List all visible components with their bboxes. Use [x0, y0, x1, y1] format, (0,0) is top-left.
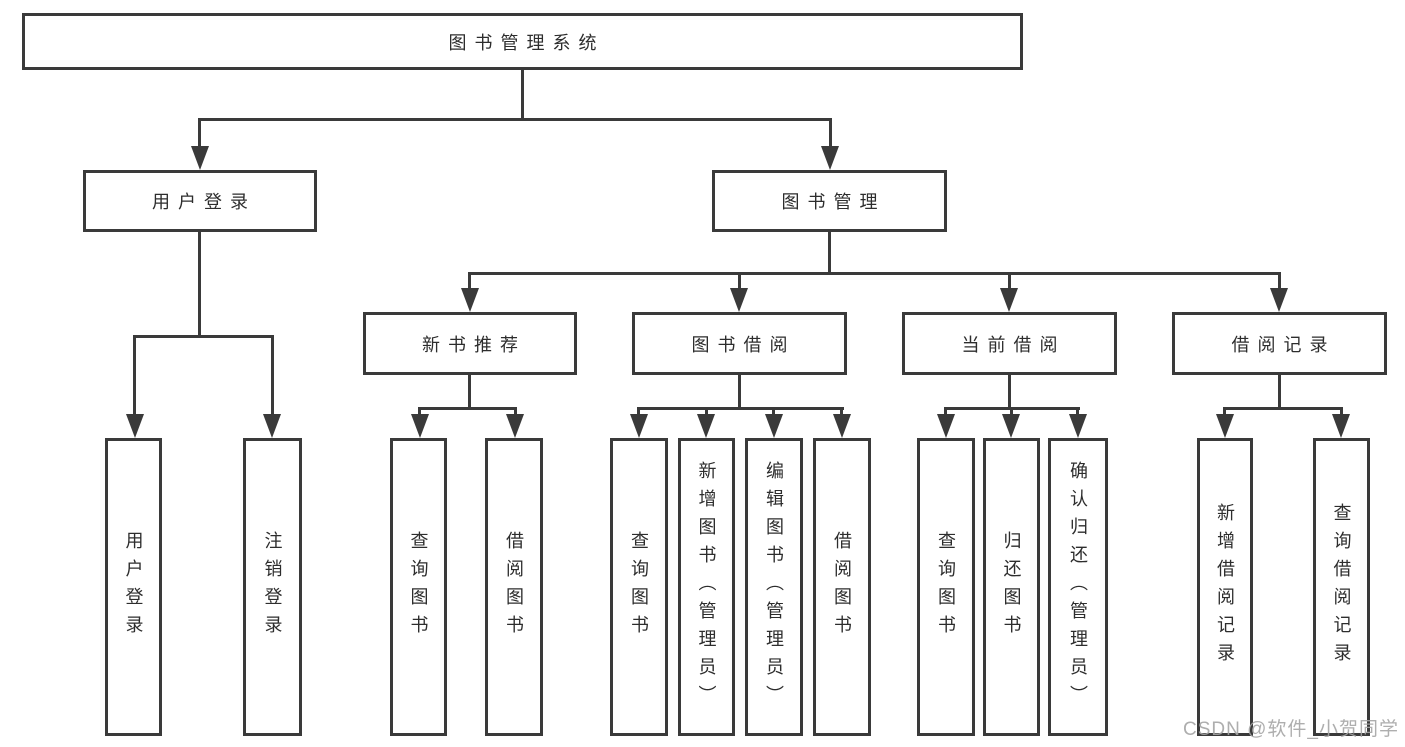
connector-stem	[1340, 407, 1343, 416]
leaf-label: 查询图书	[408, 531, 429, 643]
arrowhead-down-icon	[263, 414, 281, 438]
arrowhead-down-icon	[765, 414, 783, 438]
node-label: 新书推荐	[422, 334, 526, 355]
leaf-logout-login: 注销登录	[243, 438, 302, 736]
arrowhead-down-icon	[630, 414, 648, 438]
node-book-management: 图书管理	[712, 170, 947, 232]
connector-stem	[1223, 407, 1226, 416]
arrowhead-down-icon	[1216, 414, 1234, 438]
connector-stem	[271, 335, 274, 416]
connector-stem	[198, 118, 201, 148]
leaf-label: 用户登录	[123, 531, 144, 643]
leaf-records-search-borrow-record: 查询借阅记录	[1313, 438, 1370, 736]
connector-bar	[418, 407, 517, 410]
connector-stem	[1008, 375, 1011, 410]
leaf-current-return-books: 归还图书	[983, 438, 1040, 736]
arrowhead-down-icon	[1000, 288, 1018, 312]
leaf-label: 借阅图书	[832, 531, 852, 643]
connector-stem	[738, 272, 741, 290]
connector-level2-bar	[198, 118, 832, 121]
leaf-label: 借阅图书	[504, 531, 524, 643]
node-label: 图书管理系统	[448, 32, 605, 53]
node-user-login: 用户登录	[83, 170, 317, 232]
leaf-borrowing-edit-book-admin: 编辑图书（管理员）	[745, 438, 803, 736]
arrowhead-down-icon	[697, 414, 715, 438]
node-label: 图书借阅	[691, 334, 796, 355]
leaf-label: 注销登录	[262, 531, 283, 643]
node-label: 用户登录	[152, 192, 256, 212]
connector-stem	[1278, 272, 1281, 290]
csdn-watermark: CSDN @软件_小贺同学	[1183, 719, 1399, 740]
connector-stem	[1010, 407, 1013, 416]
connector-stem	[637, 407, 640, 416]
connector-stem	[468, 375, 471, 410]
connector-stem	[840, 407, 843, 416]
leaf-newbook-search-books: 查询图书	[390, 438, 447, 736]
connector-stem	[829, 118, 832, 148]
connector-stem	[514, 407, 517, 416]
leaf-label: 新增图书（管理员）	[696, 461, 717, 713]
node-label: 借阅记录	[1231, 334, 1336, 355]
connector-stem	[418, 407, 421, 416]
arrowhead-down-icon	[1069, 414, 1087, 438]
node-new-book-recommendation: 新书推荐	[363, 312, 577, 375]
connector-book-mgmt-stem	[828, 232, 831, 275]
connector-stem	[468, 272, 471, 290]
connector-stem	[133, 335, 136, 416]
leaf-label: 新增借阅记录	[1215, 503, 1235, 671]
connector-stem	[1278, 375, 1281, 410]
connector-stem	[772, 407, 775, 416]
arrowhead-down-icon	[821, 146, 839, 170]
arrowhead-down-icon	[833, 414, 851, 438]
node-label: 图书管理	[781, 192, 886, 212]
leaf-label: 编辑图书（管理员）	[764, 461, 784, 713]
connector-root-stem	[521, 70, 524, 121]
connector-bar	[637, 407, 844, 410]
arrowhead-down-icon	[191, 146, 209, 170]
leaf-label: 归还图书	[1001, 531, 1022, 643]
connector-stem	[1008, 272, 1011, 290]
arrowhead-down-icon	[506, 414, 524, 438]
arrowhead-down-icon	[1270, 288, 1288, 312]
leaf-label: 查询图书	[936, 531, 956, 643]
arrowhead-down-icon	[1332, 414, 1350, 438]
node-label: 当前借阅	[961, 334, 1066, 355]
arrowhead-down-icon	[126, 414, 144, 438]
arrowhead-down-icon	[461, 288, 479, 312]
leaf-current-confirm-return-admin: 确认归还（管理员）	[1048, 438, 1108, 736]
leaf-newbook-borrow-books: 借阅图书	[485, 438, 543, 736]
connector-stem	[1076, 407, 1079, 416]
leaf-label: 查询图书	[629, 531, 649, 643]
arrowhead-down-icon	[411, 414, 429, 438]
node-library-system-root: 图书管理系统	[22, 13, 1023, 70]
connector-stem	[944, 407, 947, 416]
leaf-label: 查询借阅记录	[1331, 503, 1352, 671]
leaf-user-login: 用户登录	[105, 438, 162, 736]
leaf-borrowing-add-book-admin: 新增图书（管理员）	[678, 438, 735, 736]
connector-user-login-bar	[133, 335, 274, 338]
leaf-borrowing-borrow-books: 借阅图书	[813, 438, 871, 736]
leaf-records-add-borrow-record: 新增借阅记录	[1197, 438, 1253, 736]
node-borrowing-records: 借阅记录	[1172, 312, 1387, 375]
connector-stem	[738, 375, 741, 410]
connector-bar	[1223, 407, 1343, 410]
connector-stem	[705, 407, 708, 416]
arrowhead-down-icon	[937, 414, 955, 438]
arrowhead-down-icon	[1002, 414, 1020, 438]
connector-user-login-stem	[198, 232, 201, 338]
node-current-borrowing: 当前借阅	[902, 312, 1117, 375]
leaf-borrowing-search-books: 查询图书	[610, 438, 668, 736]
connector-level3-bar	[468, 272, 1281, 275]
leaf-current-search-books: 查询图书	[917, 438, 975, 736]
node-book-borrowing: 图书借阅	[632, 312, 847, 375]
leaf-label: 确认归还（管理员）	[1068, 461, 1088, 713]
arrowhead-down-icon	[730, 288, 748, 312]
